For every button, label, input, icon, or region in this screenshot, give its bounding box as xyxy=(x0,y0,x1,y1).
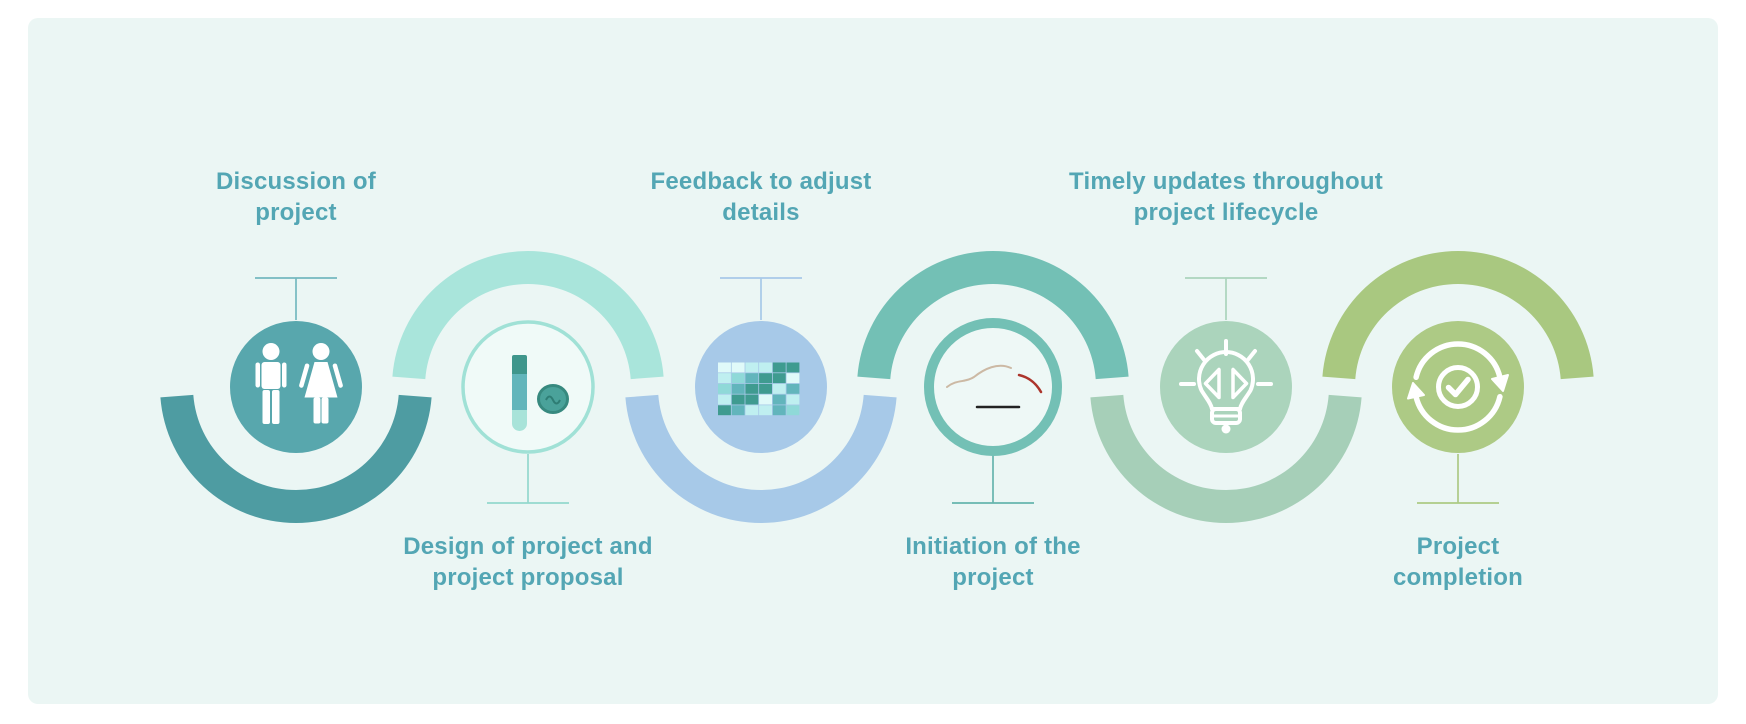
heatmap-cell xyxy=(786,362,800,373)
step-label-5: Timely updates throughout project lifecy… xyxy=(1069,168,1383,226)
heatmap-cell xyxy=(731,383,745,394)
heatmap-cell xyxy=(772,373,786,384)
step-label-1: Discussion of project xyxy=(216,168,376,226)
heatmap-cell xyxy=(731,405,745,416)
circle-step-6 xyxy=(1392,321,1524,453)
check-mark xyxy=(1445,376,1471,398)
heatmap-cell xyxy=(718,362,731,373)
lightbulb-icon xyxy=(1179,339,1273,434)
sketch-red-arc xyxy=(1017,373,1043,394)
heatmap-cell xyxy=(745,405,759,416)
step-label-2: Design of project and project proposal xyxy=(403,533,653,591)
heatmap-cell xyxy=(731,394,745,405)
circle-step-4 xyxy=(924,318,1062,456)
heatmap-cell xyxy=(731,373,745,384)
connector-step-3 xyxy=(720,277,802,320)
heatmap-cell xyxy=(786,405,800,416)
heatmap-cell xyxy=(772,405,786,416)
heatmap-cell xyxy=(731,362,745,373)
heatmap-cell xyxy=(786,383,800,394)
connector-step-6 xyxy=(1417,454,1499,504)
heatmap-cell xyxy=(772,394,786,405)
heatmap-cell xyxy=(718,383,731,394)
sync-arrowhead-left xyxy=(1407,382,1425,400)
heatmap-cell xyxy=(759,405,772,416)
circle-step-2 xyxy=(461,320,595,454)
heatmap-cell xyxy=(718,394,731,405)
heatmap-icon xyxy=(718,362,800,416)
arc-step-5 xyxy=(1090,394,1362,523)
step-label-6: Project completion xyxy=(1392,533,1523,591)
heatmap-cell xyxy=(759,383,772,394)
circle-step-5 xyxy=(1160,321,1292,453)
heatmap-cell xyxy=(772,362,786,373)
test-tube-icon xyxy=(512,355,569,432)
step-label-3: Feedback to adjust details xyxy=(650,168,872,226)
arc-step-3 xyxy=(625,394,897,523)
step-label-4: Initiation of the project xyxy=(905,533,1081,591)
heatmap-cell xyxy=(745,394,759,405)
heatmap-cell xyxy=(759,362,772,373)
arc-step-4 xyxy=(857,251,1129,380)
people-icon xyxy=(255,343,343,424)
heatmap-cell xyxy=(786,394,800,405)
heatmap-cell xyxy=(786,373,800,384)
sketch-curve xyxy=(946,364,1012,388)
arc-step-1 xyxy=(160,394,432,523)
arc-step-6 xyxy=(1322,251,1594,380)
heatmap-cell xyxy=(759,394,772,405)
connector-step-1 xyxy=(255,277,337,320)
arc-step-2 xyxy=(392,251,664,380)
chart-sketch-icon xyxy=(946,364,1043,409)
heatmap-cell xyxy=(745,362,759,373)
connector-step-5 xyxy=(1185,277,1267,320)
heatmap-cell xyxy=(745,373,759,384)
sync-check-icon xyxy=(1407,341,1509,433)
heatmap-cell xyxy=(745,383,759,394)
heatmap-cell xyxy=(718,405,731,416)
connector-step-2 xyxy=(487,454,569,504)
connector-step-4 xyxy=(952,454,1034,504)
heatmap-cell xyxy=(718,373,731,384)
heatmap-cell xyxy=(759,373,772,384)
heatmap-cell xyxy=(772,383,786,394)
sync-arrowhead-right xyxy=(1491,374,1509,392)
